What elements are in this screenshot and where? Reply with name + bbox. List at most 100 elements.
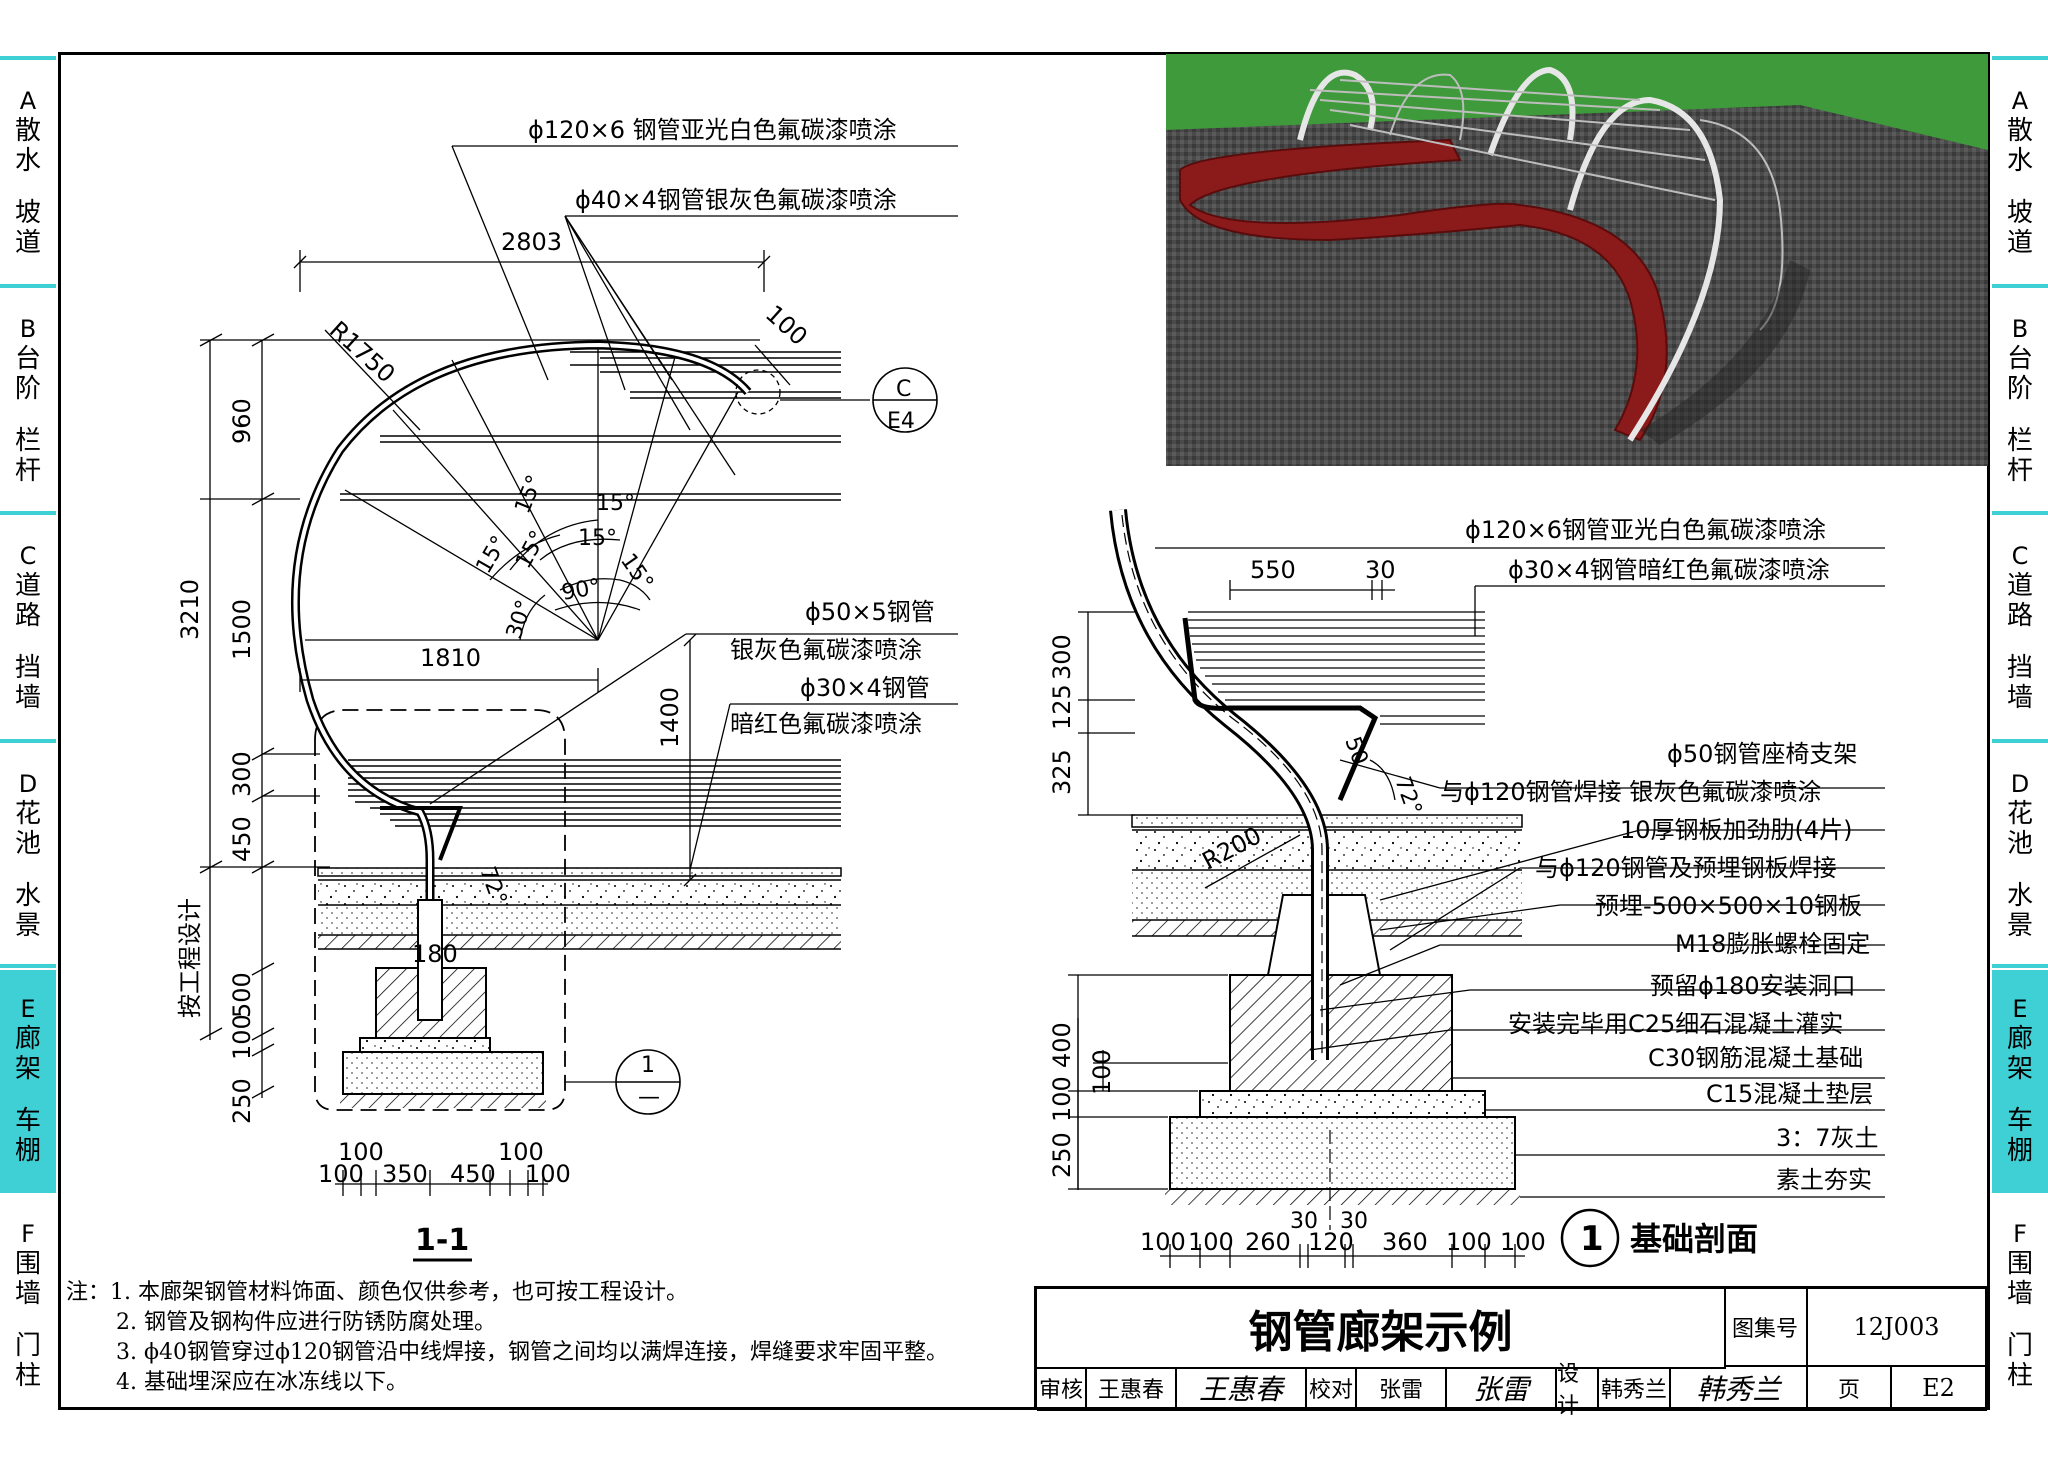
section-ref-bottom: — [638, 1085, 660, 1110]
side-tab-char: 墙 [14, 1279, 41, 1309]
r-dim-550: 550 [1250, 556, 1296, 584]
r-label-5: 与ϕ120钢管及预埋钢板焊接 [1535, 854, 1837, 882]
side-tab-char: 坡 [14, 198, 41, 228]
r-b-3: 30 [1290, 1209, 1318, 1234]
side-tab-char: 棚 [14, 1136, 41, 1166]
side-tab-char: 柱 [2006, 1361, 2033, 1391]
dim-3210: 3210 [176, 579, 204, 640]
r-dim-125: 125 [1048, 684, 1076, 730]
side-tab-char: 台 [2006, 344, 2033, 374]
side-tab-char: 散 [2006, 116, 2033, 146]
side-tab-char: 坡 [2006, 198, 2033, 228]
side-tab-separator [1992, 511, 2048, 515]
side-tab-char: 道 [14, 228, 41, 258]
side-tab-char: 路 [14, 601, 41, 631]
dim-1400: 1400 [656, 687, 684, 748]
section-1-1 [199, 145, 958, 1262]
checker-signature: 张雷 [1447, 1367, 1557, 1411]
label-r1750: R1750 [324, 316, 401, 389]
side-tab-separator [1992, 284, 2048, 288]
r-dim-100b: 100 [1048, 1076, 1076, 1122]
side-tab-separator [0, 964, 56, 968]
page-no: E2 [1892, 1367, 1987, 1411]
side-tab-char: 水 [14, 881, 41, 911]
notes: 注：1. 本廊架钢管材料饰面、颜色仅供参考，也可按工程设计。 2. 钢管及钢构件… [66, 1278, 948, 1398]
side-tab-char: 廊 [14, 1024, 41, 1054]
dim-250: 250 [228, 1078, 256, 1124]
side-tab-separator [0, 739, 56, 743]
r-label-12: 3：7灰土 [1776, 1124, 1879, 1152]
r-title: 基础剖面 [1630, 1220, 1758, 1258]
dim-b-100b: 100 [318, 1160, 364, 1188]
dim-b-450: 450 [450, 1160, 496, 1188]
angle-8: 30° [502, 597, 538, 642]
r-label-8: 预留ϕ180安装洞口 [1650, 972, 1856, 1000]
r-label-13: 素土夯实 [1776, 1166, 1872, 1194]
side-tab-char: 墙 [14, 683, 41, 713]
r-dim-250: 250 [1048, 1132, 1076, 1178]
r-label-10: C30钢筋混凝土基础 [1648, 1044, 1863, 1072]
angle-4: 15° [596, 491, 635, 516]
r-b-8: 100 [1500, 1228, 1546, 1256]
r-label-4: 10厚钢板加劲肋(4片) [1620, 816, 1853, 844]
design-label: 设计 [1557, 1362, 1599, 1419]
drawing-title: 钢管廊架示例 [1037, 1289, 1726, 1369]
side-tab-char: 棚 [2006, 1136, 2033, 1166]
side-tab-char: 挡 [14, 653, 41, 683]
side-tab-char: 墙 [2006, 1279, 2033, 1309]
dim-300: 300 [228, 751, 256, 797]
angle-7: 90° [560, 575, 603, 606]
side-tab-char: 道 [2006, 228, 2033, 258]
side-tab-code: C [19, 542, 37, 570]
side-tab-code: B [2011, 315, 2029, 343]
angle-2: 15° [511, 527, 551, 573]
designer-signature: 韩秀兰 [1671, 1367, 1808, 1411]
side-tab-char: 水 [2006, 146, 2033, 176]
side-tab-char: 阶 [14, 374, 41, 404]
dim-1810: 1810 [420, 644, 481, 672]
angle-1: 15° [472, 532, 513, 578]
side-tab-code: C [2011, 542, 2029, 570]
side-tab-code: D [2010, 770, 2030, 798]
side-tab-char: 池 [14, 829, 41, 859]
check-label: 校对 [1307, 1367, 1357, 1411]
r-b-6: 360 [1382, 1228, 1428, 1256]
r-dim-300: 300 [1048, 634, 1076, 680]
side-tab-separator [0, 284, 56, 288]
side-tab-separator [1992, 964, 2048, 968]
foundation-section [1068, 509, 1885, 1268]
side-tab-code: D [18, 770, 38, 798]
r-label-2: ϕ50钢管座椅支架 [1667, 740, 1857, 768]
title-block: 钢管廊架示例 图集号 12J003 审核 王惠春 王惠春 校对 张雷 张雷 设计… [1034, 1286, 1987, 1419]
side-tab-separator [0, 1189, 56, 1193]
r-label-0: ϕ120×6钢管亚光白色氟碳漆喷涂 [1465, 516, 1826, 544]
r-b-1: 100 [1188, 1228, 1234, 1256]
dim-450: 450 [228, 816, 256, 862]
side-tab-char: 架 [14, 1054, 41, 1084]
designer: 韩秀兰 [1599, 1367, 1671, 1411]
r-title-num: 1 [1580, 1219, 1604, 1259]
side-tab-separator [1992, 56, 2048, 60]
atlas-no: 12J003 [1808, 1289, 1987, 1367]
r-label-3: 与ϕ120钢管焊接 银灰色氟碳漆喷涂 [1440, 778, 1821, 806]
side-tab-char: 挡 [2006, 653, 2033, 683]
side-tab-char: 门 [2006, 1331, 2033, 1361]
atlas-label: 图集号 [1724, 1289, 1808, 1367]
side-tab-char: 杆 [2006, 456, 2033, 486]
dim-960: 960 [228, 398, 256, 444]
dim-2803: 2803 [501, 228, 562, 256]
note-1: 注：1. 本廊架钢管材料饰面、颜色仅供参考，也可按工程设计。 [66, 1280, 688, 1305]
